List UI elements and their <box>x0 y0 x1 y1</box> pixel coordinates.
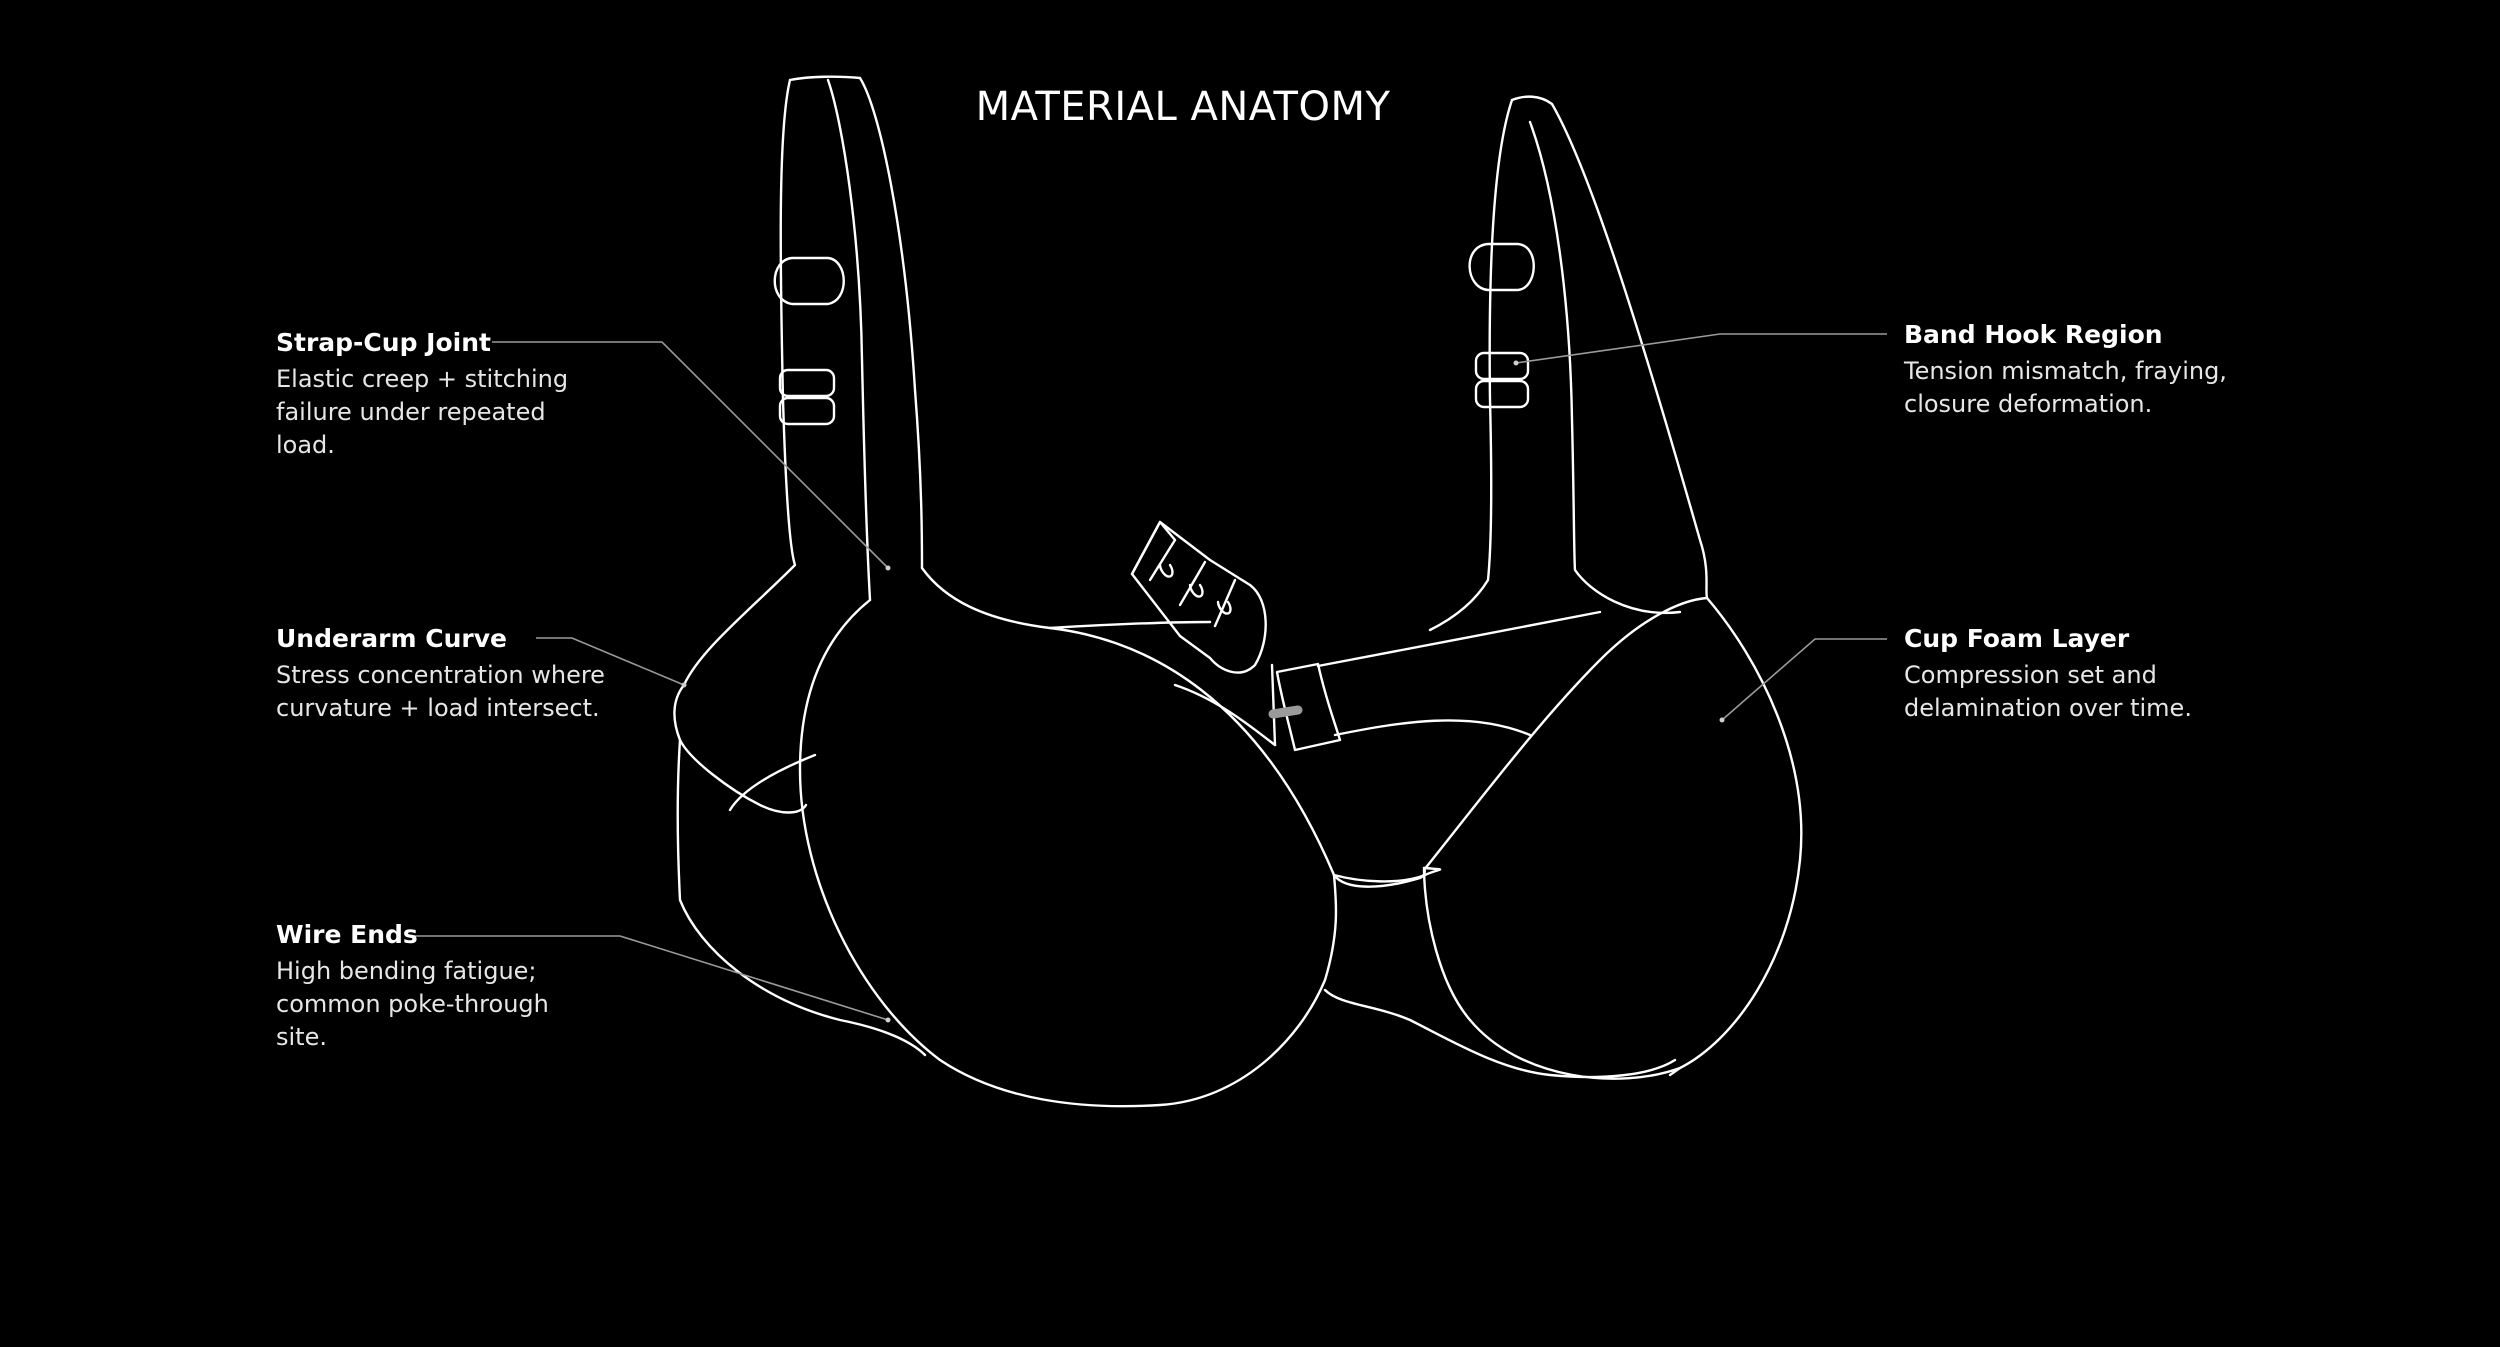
dot-strap-cup-joint <box>886 566 891 571</box>
callout-title: Strap-Cup Joint <box>276 326 696 360</box>
callout-title: Underarm Curve <box>276 622 696 656</box>
hook-tab-detail <box>1273 710 1298 714</box>
leader-band-hook-region <box>1516 334 1887 363</box>
left-strap-adjuster-2 <box>780 398 834 424</box>
dot-band-hook-region <box>1514 361 1519 366</box>
left-strap-adjuster-1 <box>780 370 834 396</box>
right-strap <box>1430 100 1512 630</box>
callout-band-hook-region: Band Hook Region Tension mismatch, frayi… <box>1904 318 2324 421</box>
callout-underarm-curve: Underarm Curve Stress concentration wher… <box>276 622 696 725</box>
callout-title: Wire Ends <box>276 918 696 952</box>
right-strap-ring <box>1470 244 1534 290</box>
callout-strap-cup-joint: Strap-Cup Joint Elastic creep + stitchin… <box>276 326 696 462</box>
callout-cup-foam-layer: Cup Foam Layer Compression set and delam… <box>1904 622 2324 725</box>
right-cup <box>1424 598 1801 1079</box>
eye-tab <box>1277 664 1340 750</box>
back-band-left <box>1050 622 1210 628</box>
left-strap-ring <box>775 258 844 304</box>
callout-desc: Elastic creep + stitching failure under … <box>276 363 606 462</box>
callout-desc: Stress concentration where curvature + l… <box>276 659 606 725</box>
callout-desc: Tension mismatch, fraying, closure defor… <box>1904 355 2244 421</box>
right-strap-adjuster-1 <box>1476 353 1528 379</box>
back-band-right <box>1318 612 1600 666</box>
left-strap <box>684 80 795 685</box>
dot-wire-ends <box>886 1018 891 1023</box>
callout-title: Band Hook Region <box>1904 318 2324 352</box>
bra-outline <box>674 77 1801 1107</box>
right-strap-adjuster-2 <box>1476 381 1528 407</box>
callout-desc: High bending fatigue; common poke-throug… <box>276 955 606 1054</box>
callout-title: Cup Foam Layer <box>1904 622 2324 656</box>
callout-wire-ends: Wire Ends High bending fatigue; common p… <box>276 918 696 1054</box>
callout-desc: Compression set and delamination over ti… <box>1904 659 2244 725</box>
dot-cup-foam-layer <box>1720 718 1725 723</box>
